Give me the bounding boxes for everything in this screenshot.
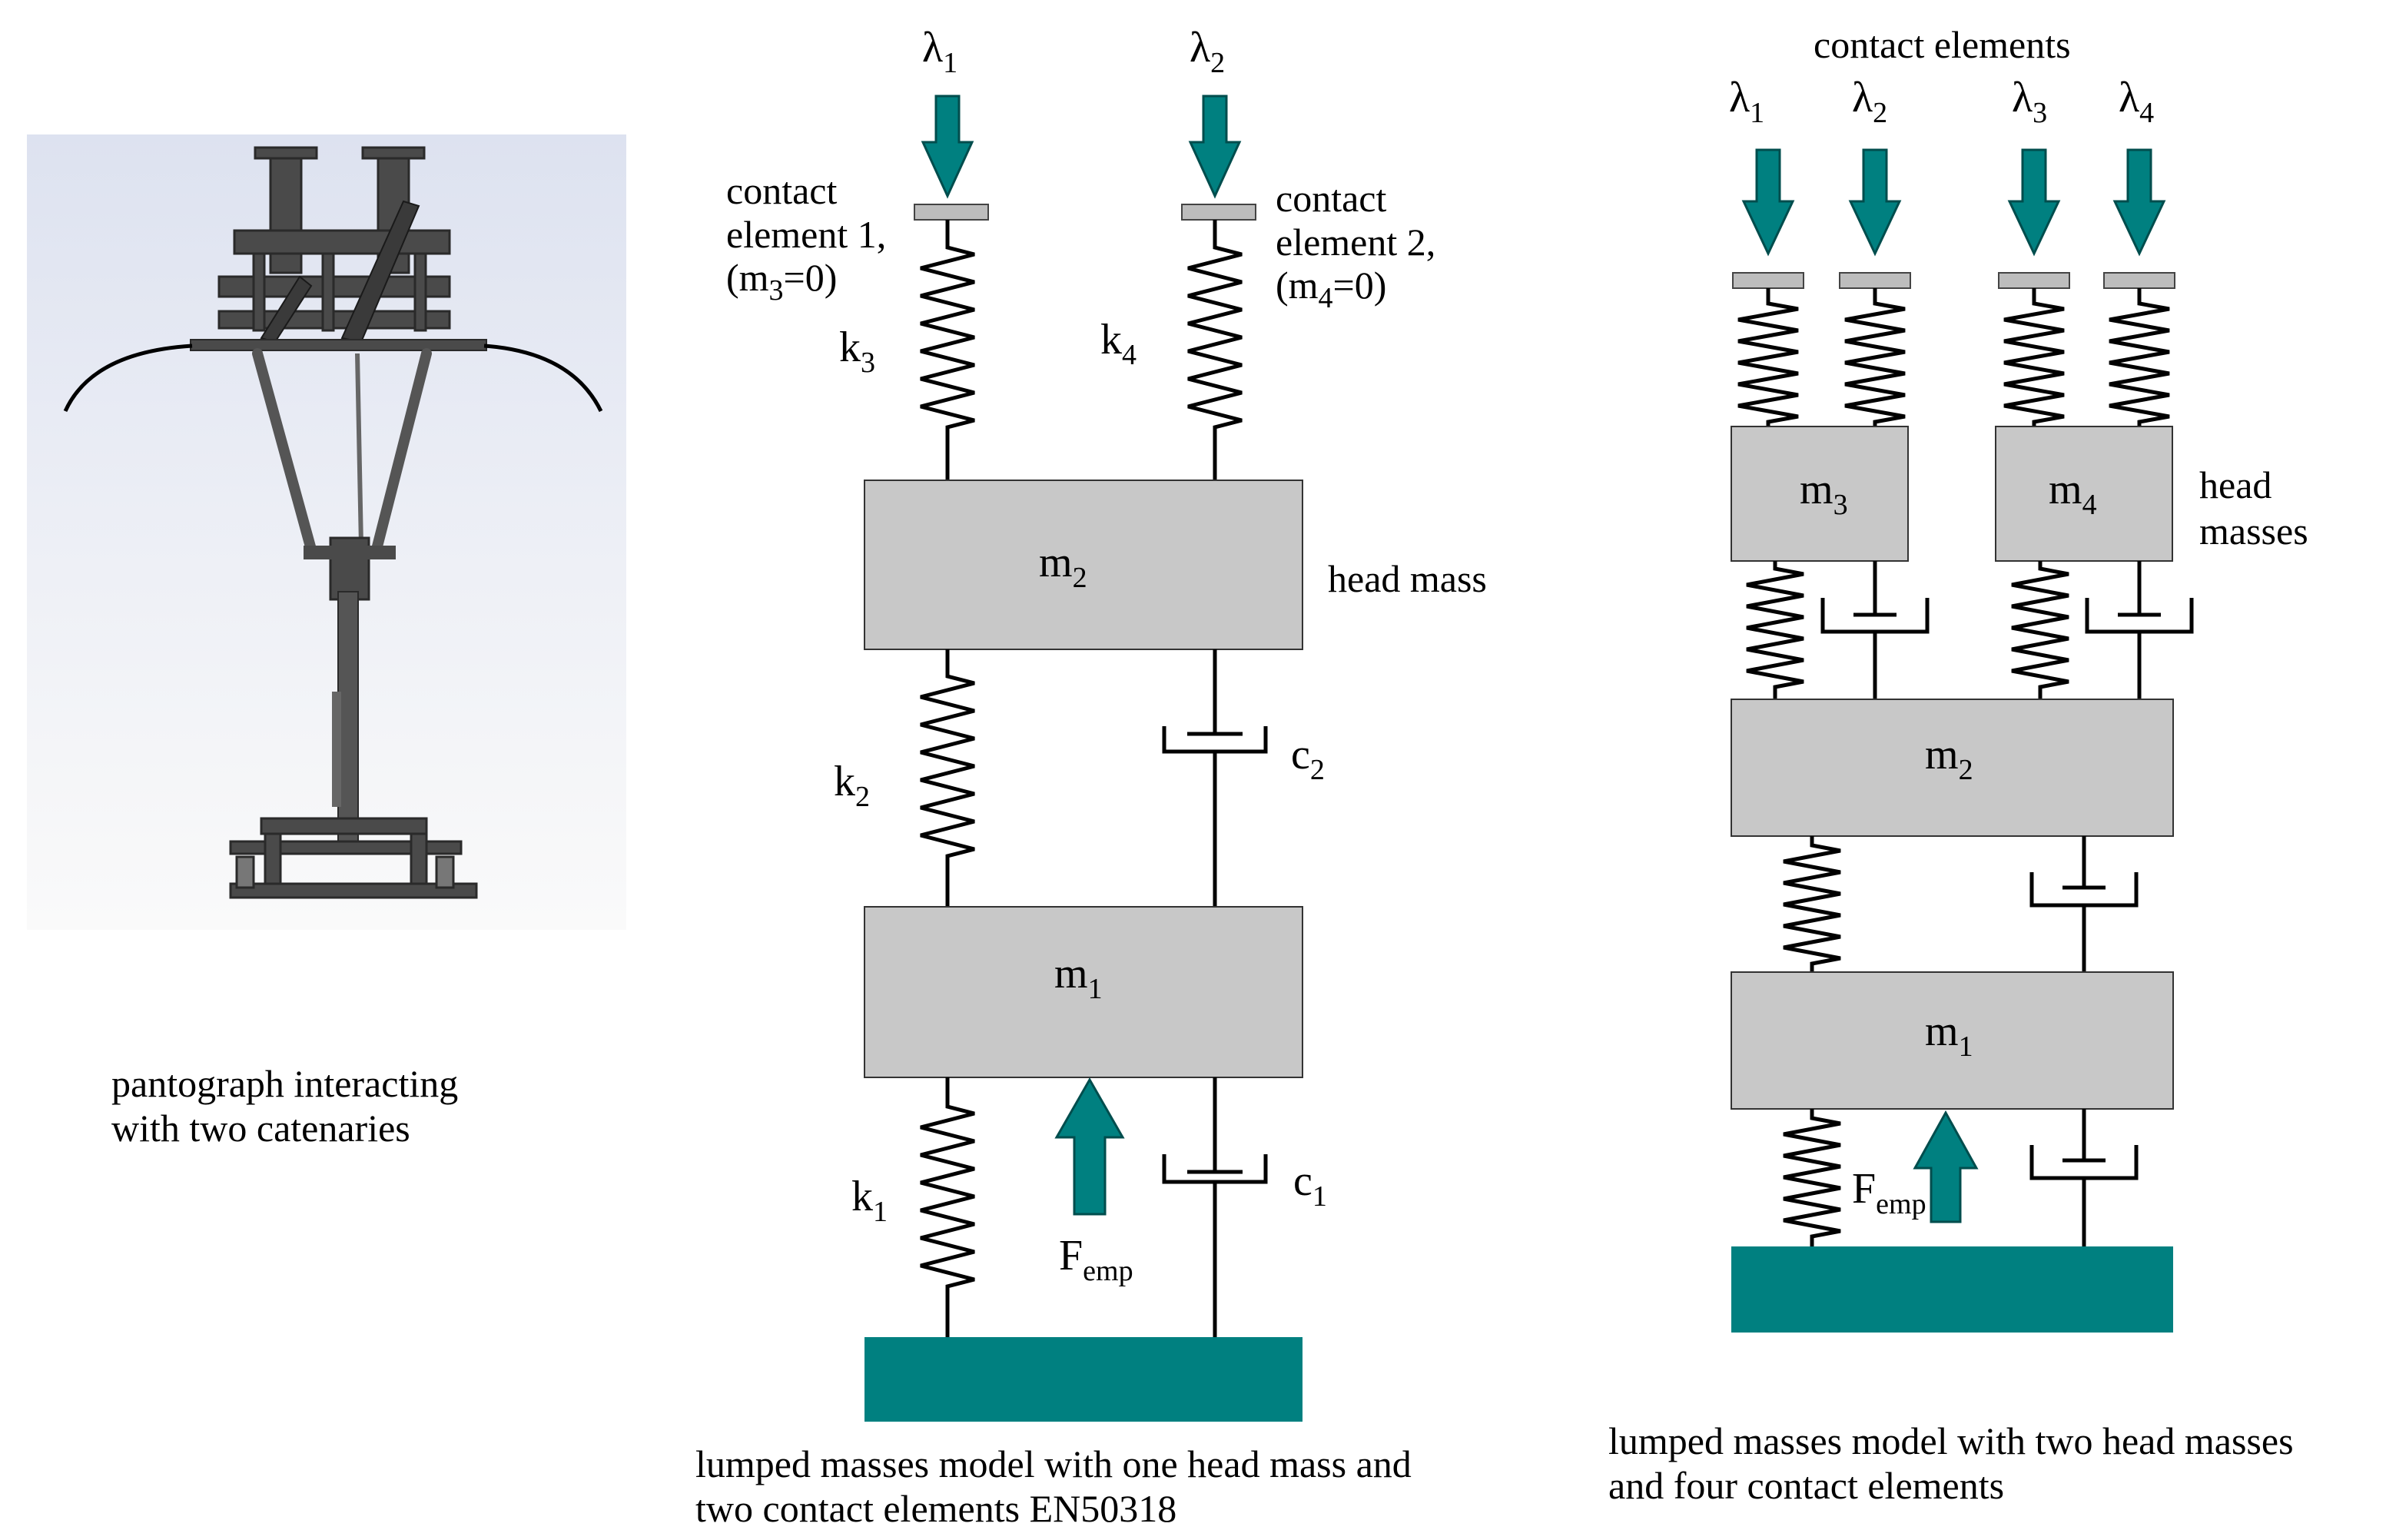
mid-caption-line1: lumped masses model with one head mass a… [695,1442,1412,1485]
pantograph-illustration [27,134,626,930]
mid-ground [864,1337,1303,1422]
mid-contact1-mass: (m3=0) [726,256,837,307]
mid-lambda1-arrow [921,95,974,199]
mid-k1-label: k1 [851,1173,888,1228]
left-caption-line1: pantograph interacting [111,1062,458,1105]
mid-caption-line2: two contact elements EN50318 [695,1487,1176,1530]
right-spring-3 [2003,288,2065,426]
mid-k4-label: k4 [1100,316,1137,371]
right-spring-4 [2109,288,2170,426]
mid-c2-label: c2 [1291,731,1325,786]
right-caption-line1: lumped masses model with two head masses [1608,1419,2294,1462]
mid-lambda2-arrow [1188,95,1242,199]
right-contact-plate-4 [2103,272,2175,289]
mid-contact1-line2: element 1, [726,213,886,256]
mid-m1-label: m1 [1054,950,1103,1005]
right-head-masses-line1: head [2199,463,2272,506]
right-contact-elements-label: contact elements [1814,23,2071,66]
right-m3-label: m3 [1800,466,1848,521]
right-m4-label: m4 [2049,466,2097,521]
mid-spring-k1 [920,1077,975,1337]
mid-spring-k3 [920,220,975,480]
right-lambda2-label: λ2 [1852,74,1887,129]
mid-spring-k4 [1187,220,1243,480]
mid-contact2-line2: element 2, [1276,221,1435,264]
mid-head-mass-label: head mass [1328,557,1487,600]
right-m2-label: m2 [1925,731,1973,786]
mid-spring-k2 [920,649,975,907]
right-femp-label: Femp [1852,1165,1926,1220]
right-m1-label: m1 [1925,1007,1973,1063]
left-caption-line2: with two catenaries [111,1107,410,1150]
mid-k3-label: k3 [839,324,875,379]
mid-k2-label: k2 [834,758,870,813]
mid-head-mass-m2 [864,480,1303,650]
mid-m2-label: m2 [1039,539,1087,594]
right-head-mass-m3 [1731,426,1909,562]
right-lambda3-label: λ3 [2012,74,2047,129]
right-head-mass-m4 [1995,426,2173,562]
right-damper-m1-ground [2029,1109,2139,1246]
mid-femp-label: Femp [1059,1232,1133,1287]
right-model: contact elements λ1 λ2 λ3 λ4 m3 m4 head … [1729,23,2308,1333]
right-lambda4-arrow [2112,148,2166,257]
mid-contact2-line1: contact [1276,177,1386,220]
right-contact-plate-1 [1732,272,1804,289]
right-spring-m3-m2 [1746,561,1804,699]
right-damper-m2-m1 [2029,836,2139,972]
middle-model: λ1 λ2 contact element 1, (m3=0) contact … [726,24,1487,1422]
mid-contact-element-1 [914,204,989,221]
right-lambda2-arrow [1848,148,1902,257]
right-femp-arrow [1913,1110,1979,1223]
mid-lambda1-label: λ1 [922,24,957,79]
mid-contact2-mass: (m4=0) [1276,264,1386,314]
right-mass-m2 [1731,699,2174,837]
mid-contact1-line1: contact [726,169,837,212]
mid-c1-label: c1 [1293,1157,1327,1213]
right-spring-m1-ground [1783,1109,1841,1246]
mid-mass-m1 [864,906,1303,1078]
mid-lambda2-label: λ2 [1190,24,1225,79]
right-mass-m1 [1731,971,2174,1110]
right-lambda4-label: λ4 [2119,74,2154,129]
right-spring-1 [1737,288,1799,426]
right-head-masses-line2: masses [2199,509,2308,553]
right-ground [1731,1246,2173,1333]
right-damper-m4-m2 [2085,561,2194,699]
mid-damper-c2 [1162,649,1268,907]
right-caption-line2: and four contact elements [1608,1464,2004,1507]
right-lambda1-label: λ1 [1729,74,1764,129]
right-damper-m3-m2 [1820,561,1930,699]
mid-contact-element-2 [1181,204,1256,221]
mid-damper-c1 [1162,1077,1268,1337]
right-spring-m4-m2 [2011,561,2069,699]
right-spring-m2-m1 [1783,836,1841,972]
right-lambda3-arrow [2007,148,2061,257]
mid-femp-arrow [1054,1077,1125,1216]
right-spring-2 [1844,288,1906,426]
right-contact-plate-3 [1998,272,2070,289]
right-lambda1-arrow [1741,148,1795,257]
right-contact-plate-2 [1839,272,1911,289]
